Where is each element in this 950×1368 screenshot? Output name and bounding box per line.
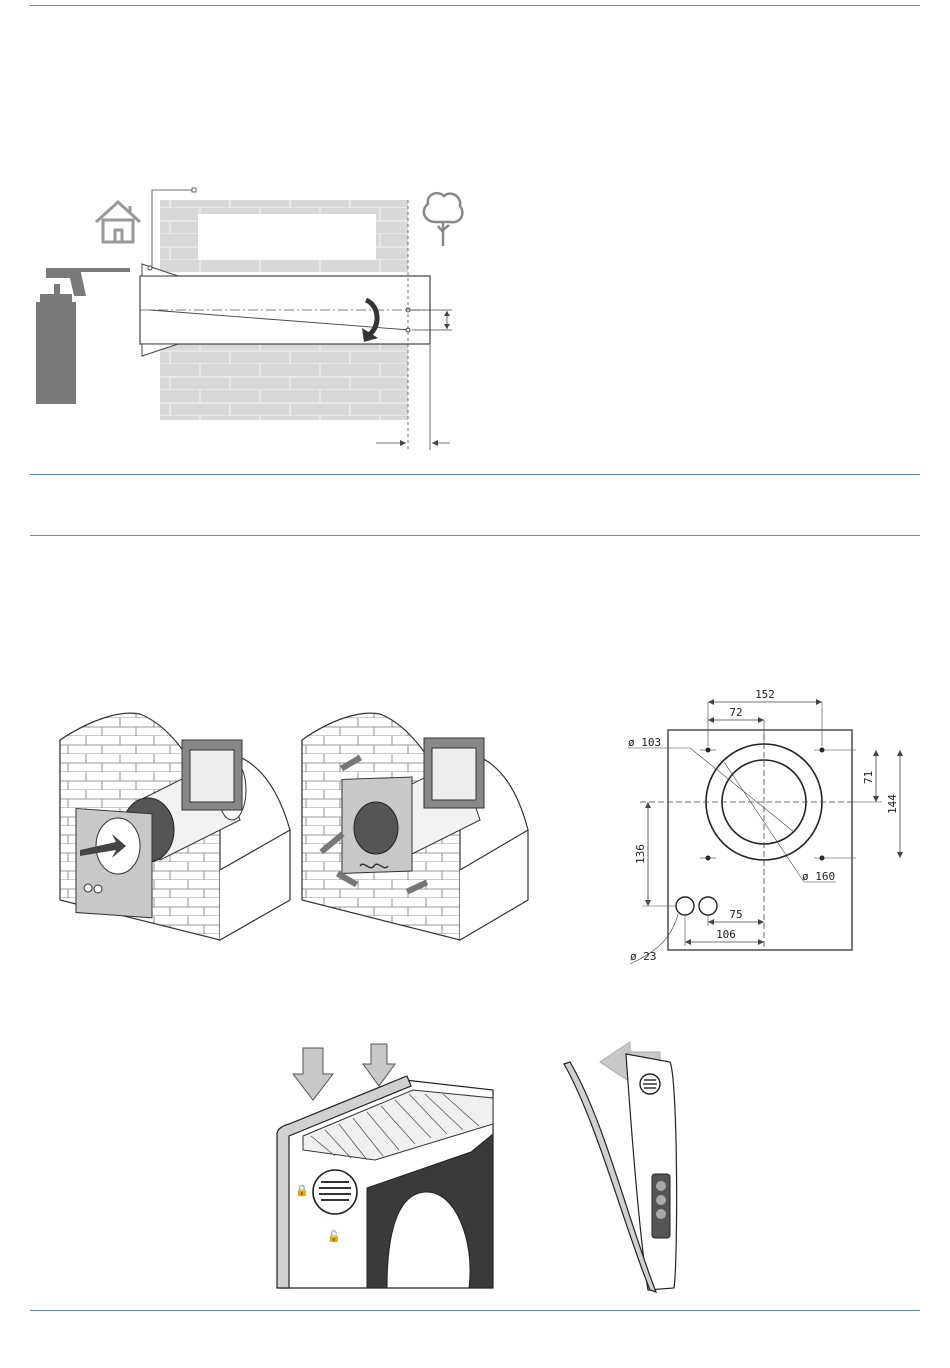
bottom-rule <box>30 1310 920 1311</box>
dim-height-upper: 71 <box>862 771 875 784</box>
unit-perspective-figure: 🔒 🔓 <box>275 1040 515 1300</box>
dim-height-left: 136 <box>634 844 647 864</box>
tree-icon <box>424 193 463 246</box>
lock-icon: 🔒 <box>295 1184 309 1197</box>
dim-width-half: 72 <box>729 706 742 719</box>
unlock-icon: 🔓 <box>327 1230 341 1243</box>
dim-height-total: 144 <box>886 794 899 814</box>
house-icon <box>96 202 140 242</box>
dim-duct-inner: ø 103 <box>628 736 661 749</box>
wall-cross-section-figure <box>0 0 950 470</box>
unit-side-figure <box>560 1040 700 1300</box>
wall-opening <box>198 214 376 260</box>
section-rule-2 <box>30 535 920 536</box>
dim-cable-offset-2: 106 <box>716 928 736 941</box>
spray-foam-can-icon <box>36 268 130 404</box>
wall-block-left <box>60 713 290 940</box>
dim-cable-dia: ø 23 <box>630 950 657 963</box>
section-rule-1 <box>30 474 920 475</box>
dim-duct-outer: ø 160 <box>802 870 835 883</box>
dim-width-total: 152 <box>755 688 775 701</box>
cable-hole-2 <box>699 897 717 915</box>
rotary-dial[interactable] <box>313 1170 357 1214</box>
wall-plate-install-figure <box>40 700 600 960</box>
wall-lower <box>160 344 408 420</box>
cable-hole-1 <box>676 897 694 915</box>
wall-block-right <box>302 713 528 940</box>
template-plate <box>668 730 852 950</box>
dim-cable-offset-1: 75 <box>729 908 742 921</box>
mounting-template-drawing: 152 72 ø 103 ø 160 71 144 136 75 106 ø 2… <box>620 680 920 970</box>
